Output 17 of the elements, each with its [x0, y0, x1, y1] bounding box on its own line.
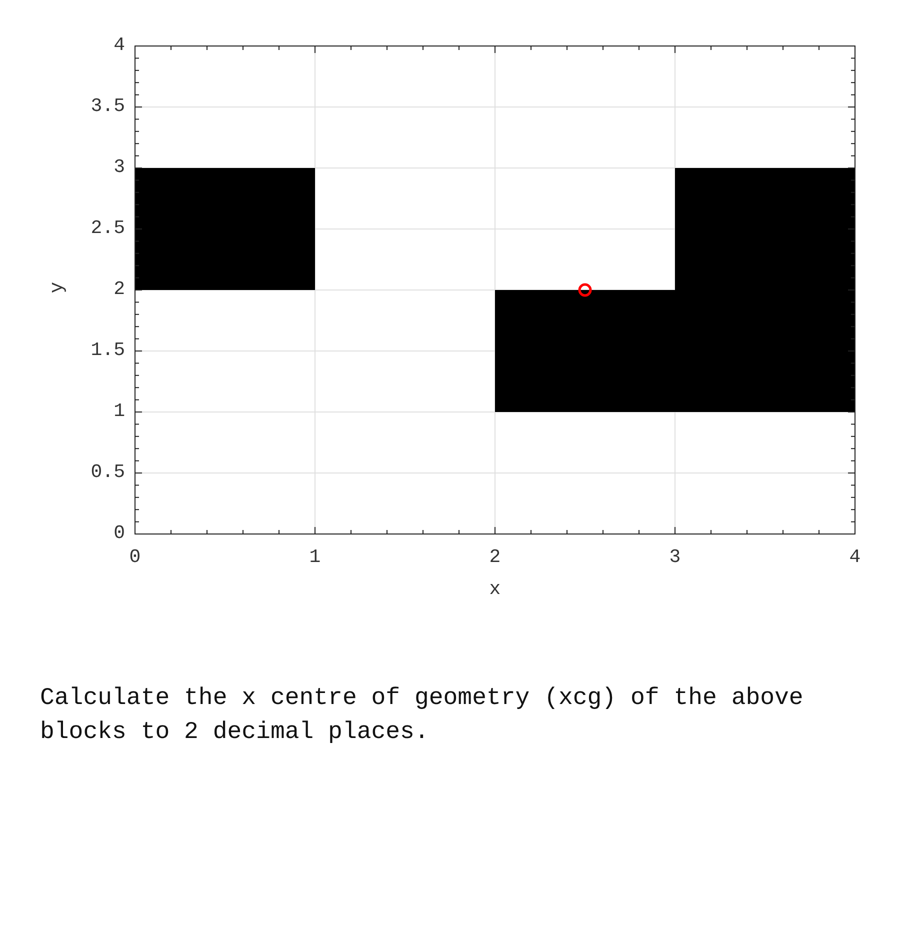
tick-label: 0 [114, 524, 125, 543]
tick-label: 0.5 [90, 463, 125, 482]
tick-label: 2 [114, 280, 125, 299]
tick-label: 1 [114, 402, 125, 421]
axis-label: y [48, 282, 68, 294]
tick-label: 3 [669, 548, 681, 567]
tick-label: 4 [849, 548, 861, 567]
question-text: Calculate the x centre of geometry (xcg) of the above blocks to 2 decimal places. [40, 684, 804, 748]
tick-label: 2.5 [90, 219, 125, 238]
tick-label: 1.5 [90, 341, 125, 360]
tick-label: 4 [114, 36, 125, 55]
tick-label: 3 [114, 158, 125, 177]
tick-label: 1 [309, 548, 321, 567]
tick-label: 0 [129, 548, 141, 567]
axis-label: x [489, 580, 501, 599]
tick-label: 2 [489, 548, 501, 567]
tick-label: 3.5 [90, 97, 125, 116]
